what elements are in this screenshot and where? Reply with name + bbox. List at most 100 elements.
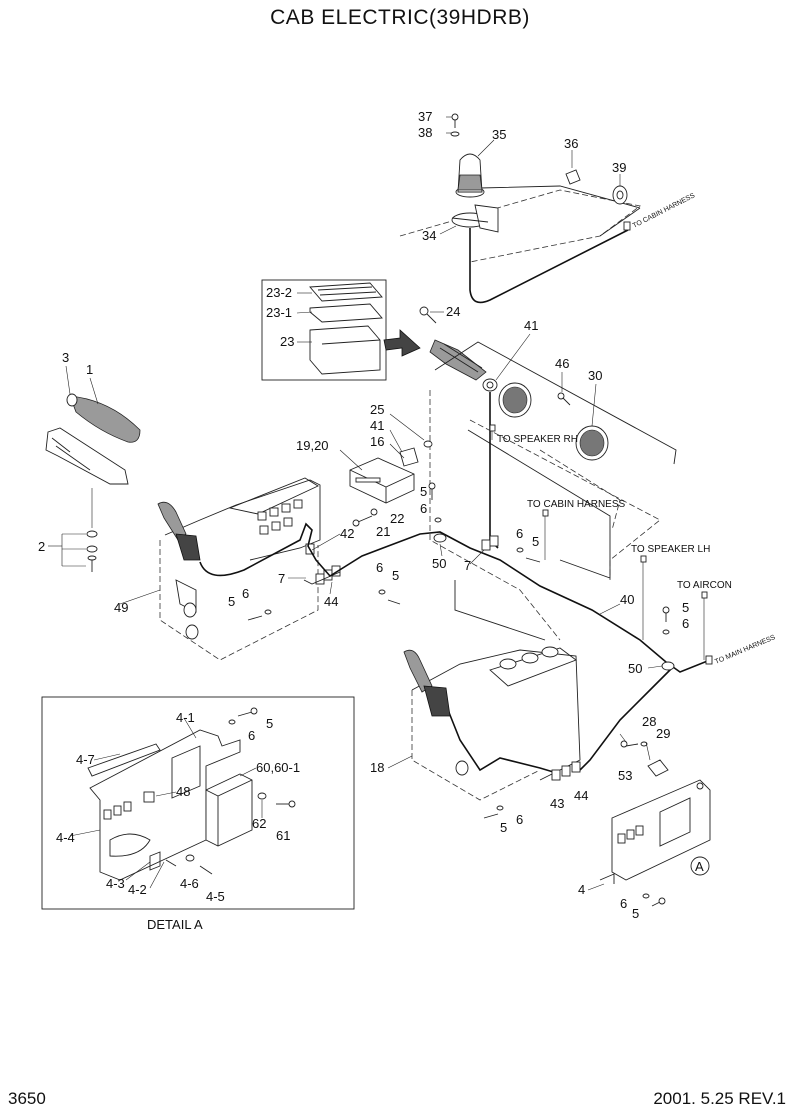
callout-37: 37	[418, 109, 432, 124]
callout-7-mid: 7	[464, 558, 471, 573]
callout-5-right-a: 5	[532, 534, 539, 549]
callout-48: 48	[176, 784, 190, 799]
joystick-left	[157, 501, 201, 561]
callout-23-1: 23-1	[266, 305, 292, 320]
bolts-28-29-53	[620, 740, 669, 777]
callout-42: 42	[340, 526, 354, 541]
bolts-5-6-left	[247, 589, 401, 621]
relay-block-mid	[481, 535, 499, 551]
washer-screw-2	[86, 530, 98, 572]
callout-5-mid-a: 5	[420, 484, 427, 499]
detail-a-caption: DETAIL A	[147, 917, 203, 932]
callout-5-right-b: 5	[682, 600, 689, 615]
callout-38: 38	[418, 125, 432, 140]
callout-23: 23	[280, 334, 294, 349]
detail-a-fasteners	[165, 707, 296, 875]
callout-16: 16	[370, 434, 384, 449]
page-title: CAB ELECTRIC(39HDRB)	[270, 6, 530, 29]
speaker-rh-connector	[489, 424, 496, 432]
speaker-grille-left	[498, 382, 532, 418]
callout-50-lower: 50	[628, 661, 642, 676]
note-to-cabin-harness-mid: TO CABIN HARNESS	[527, 499, 625, 510]
callout-24: 24	[446, 304, 460, 319]
callout-6-lower: 6	[516, 812, 523, 827]
detail-a-reference: A	[695, 859, 704, 874]
note-to-speaker-lh: TO SPEAKER LH	[631, 544, 710, 555]
clamp-50-lower	[661, 661, 675, 671]
relay-bracket-4	[599, 779, 711, 884]
transfer-arrow	[383, 329, 421, 357]
switch-panel-exploded	[309, 282, 383, 375]
callout-6-right-a: 6	[516, 526, 523, 541]
screw-37-38	[450, 113, 460, 137]
callout-4-6: 4-6	[180, 876, 199, 891]
callout-5-left-a: 5	[392, 568, 399, 583]
callout-22: 22	[390, 511, 404, 526]
callout-21: 21	[376, 524, 390, 539]
callout-35: 35	[492, 127, 506, 142]
callout-4-4: 4-4	[56, 830, 75, 845]
speaker-grille-right	[575, 425, 609, 461]
switch-panel-assembled	[429, 339, 487, 381]
beacon-harness-wire	[469, 228, 629, 304]
callout-30: 30	[588, 368, 602, 383]
beacon-harness-connector	[623, 221, 631, 231]
screws-21-22	[352, 508, 378, 527]
detail-a-frame	[41, 696, 355, 910]
callout-41-top: 41	[524, 318, 538, 333]
bolts-5-6-right	[516, 547, 670, 635]
callout-49: 49	[114, 600, 128, 615]
speaker-lh-connector	[640, 555, 647, 563]
callout-4-2: 4-2	[128, 882, 147, 897]
callout-28: 28	[642, 714, 656, 729]
callout-4-3: 4-3	[106, 876, 125, 891]
callout-6-detail: 6	[248, 728, 255, 743]
aircon-connector	[701, 591, 708, 599]
trim-cover-1	[66, 393, 141, 443]
bolts-5-6-bottom	[642, 893, 666, 907]
page-number: 3650	[8, 1089, 46, 1108]
grommet-36-39	[565, 169, 628, 205]
callout-6-left-a: 6	[376, 560, 383, 575]
callout-29: 29	[656, 726, 670, 741]
callout-62: 62	[252, 816, 266, 831]
bolts-5-6-lower	[483, 805, 504, 819]
wire-branch-lower	[579, 667, 673, 771]
grommet-41-top	[482, 378, 498, 392]
bolts-5-6-mid	[428, 482, 442, 523]
bracket-trim	[45, 427, 129, 485]
callout-4-7: 4-7	[76, 752, 95, 767]
callout-7-left: 7	[278, 571, 285, 586]
callout-4-1: 4-1	[176, 710, 195, 725]
callout-61: 61	[276, 828, 290, 843]
callout-2: 2	[38, 539, 45, 554]
screw-24	[419, 306, 437, 324]
callout-43: 43	[550, 796, 564, 811]
right-console-box	[411, 646, 581, 801]
callout-5-bottom: 5	[632, 906, 639, 921]
detail-a-flasher-60	[205, 773, 253, 847]
callout-19-20: 19,20	[296, 438, 329, 453]
detail-a-marker	[690, 856, 710, 876]
callout-34: 34	[422, 228, 436, 243]
relay-block-right	[551, 761, 581, 781]
main-harness-connector	[705, 655, 713, 665]
callout-labels: 37 38 35 36 39 34 23-2 23-1 23 24 41 46 …	[38, 109, 689, 921]
callout-25: 25	[370, 402, 384, 417]
callout-5-lower: 5	[500, 820, 507, 835]
bolt-46	[557, 392, 571, 406]
note-to-main-harness: TO MAIN HARNESS	[714, 634, 777, 666]
callout-3: 3	[62, 350, 69, 365]
callout-6-right-b: 6	[682, 616, 689, 631]
callout-1: 1	[86, 362, 93, 377]
left-switch-cluster	[257, 499, 303, 535]
callout-5-detail: 5	[266, 716, 273, 731]
relay-block-left	[303, 565, 341, 585]
callout-36: 36	[564, 136, 578, 151]
radio-unit	[349, 457, 415, 504]
switch-panel-inset-frame	[261, 279, 387, 381]
callout-4: 4	[578, 882, 585, 897]
callout-46: 46	[555, 356, 569, 371]
joystick-right	[403, 649, 451, 717]
